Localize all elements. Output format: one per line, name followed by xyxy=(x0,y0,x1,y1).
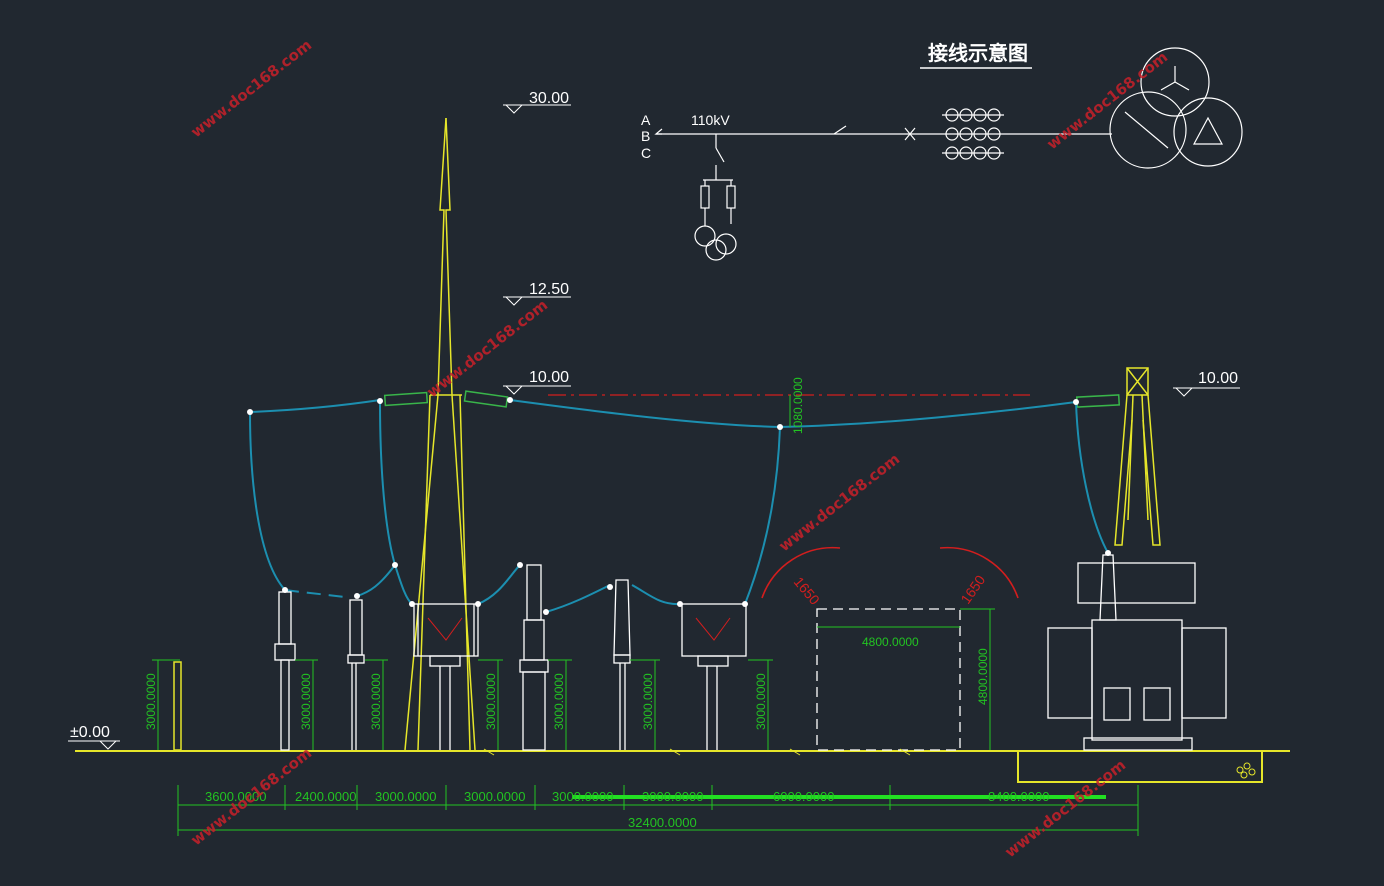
schematic-title: 接线示意图 xyxy=(928,41,1028,65)
spacing-labels: 3600.0000 2400.0000 3000.0000 3000.0000 … xyxy=(205,789,1049,830)
svg-text:32400.0000: 32400.0000 xyxy=(628,815,697,830)
svg-text:B: B xyxy=(641,128,650,144)
svg-text:3000.0000: 3000.0000 xyxy=(484,673,498,730)
fence-post xyxy=(173,661,182,751)
svg-text:2400.0000: 2400.0000 xyxy=(295,789,356,804)
svg-text:3000.0000: 3000.0000 xyxy=(754,673,768,730)
svg-text:6000.0000: 6000.0000 xyxy=(773,789,834,804)
svg-text:4800.0000: 4800.0000 xyxy=(862,635,919,649)
elevation-marker-mid: 12.50 xyxy=(503,281,571,306)
height-labels: 3000.0000 3000.0000 3000.0000 3000.0000 … xyxy=(144,377,990,730)
svg-text:3000.0000: 3000.0000 xyxy=(464,789,525,804)
svg-text:4800.0000: 4800.0000 xyxy=(976,648,990,705)
single-line-diagram xyxy=(654,47,1243,261)
svg-text:3600.0000: 3600.0000 xyxy=(205,789,266,804)
svg-text:www.doc168.com: www.doc168.com xyxy=(187,36,315,141)
svg-text:3000.0000: 3000.0000 xyxy=(299,673,313,730)
conductor-nodes xyxy=(247,397,1111,615)
svg-text:1650: 1650 xyxy=(957,572,988,607)
spacing-dimensions xyxy=(177,785,1139,836)
svg-text:3000.0000: 3000.0000 xyxy=(375,789,436,804)
height-dimensions xyxy=(152,395,995,750)
svg-text:8400.0000: 8400.0000 xyxy=(988,789,1049,804)
svg-text:10.00: 10.00 xyxy=(529,369,569,386)
svg-text:12.50: 12.50 xyxy=(529,281,569,298)
svg-text:3000.0000: 3000.0000 xyxy=(552,673,566,730)
phase-labels: A B C 110kV xyxy=(641,112,730,161)
transformer-pit xyxy=(1017,751,1263,783)
svg-text:www.doc168.com: www.doc168.com xyxy=(1001,756,1129,861)
elevation-marker-top: 30.00 xyxy=(503,90,571,114)
svg-text:A: A xyxy=(641,112,651,128)
svg-text:10.00: 10.00 xyxy=(1198,370,1238,387)
insulator-strings xyxy=(383,390,1121,408)
svg-text:3000.0000: 3000.0000 xyxy=(552,789,613,804)
lightning-mast xyxy=(404,117,476,751)
switch-contacts xyxy=(427,617,731,641)
svg-text:C: C xyxy=(641,145,651,161)
elevation-marker-span-left: 10.00 xyxy=(503,369,571,395)
section-ticks xyxy=(483,748,911,756)
svg-text:3000.0000: 3000.0000 xyxy=(144,673,158,730)
svg-text:1650: 1650 xyxy=(791,574,823,608)
svg-text:1080.0000: 1080.0000 xyxy=(791,377,805,434)
pit-gravel xyxy=(1236,762,1256,779)
conductors xyxy=(249,399,1109,613)
svg-text:30.00: 30.00 xyxy=(529,90,569,107)
elevation-marker-ground: ±0.00 xyxy=(68,724,120,750)
svg-text:3000.0000: 3000.0000 xyxy=(642,789,703,804)
right-gantry xyxy=(1114,367,1161,546)
watermarks: www.doc168.com www.doc168.com www.doc168… xyxy=(187,36,1171,861)
svg-text:110kV: 110kV xyxy=(691,112,730,128)
svg-text:3000.0000: 3000.0000 xyxy=(369,673,383,730)
clearance-arcs xyxy=(761,546,1019,599)
equipment xyxy=(274,554,1227,751)
svg-text:www.doc168.com: www.doc168.com xyxy=(1043,48,1171,153)
svg-text:±0.00: ±0.00 xyxy=(70,724,110,741)
svg-text:www.doc168.com: www.doc168.com xyxy=(775,450,903,555)
svg-text:3000.0000: 3000.0000 xyxy=(641,673,655,730)
elevation-marker-span-right: 10.00 xyxy=(1173,370,1240,397)
